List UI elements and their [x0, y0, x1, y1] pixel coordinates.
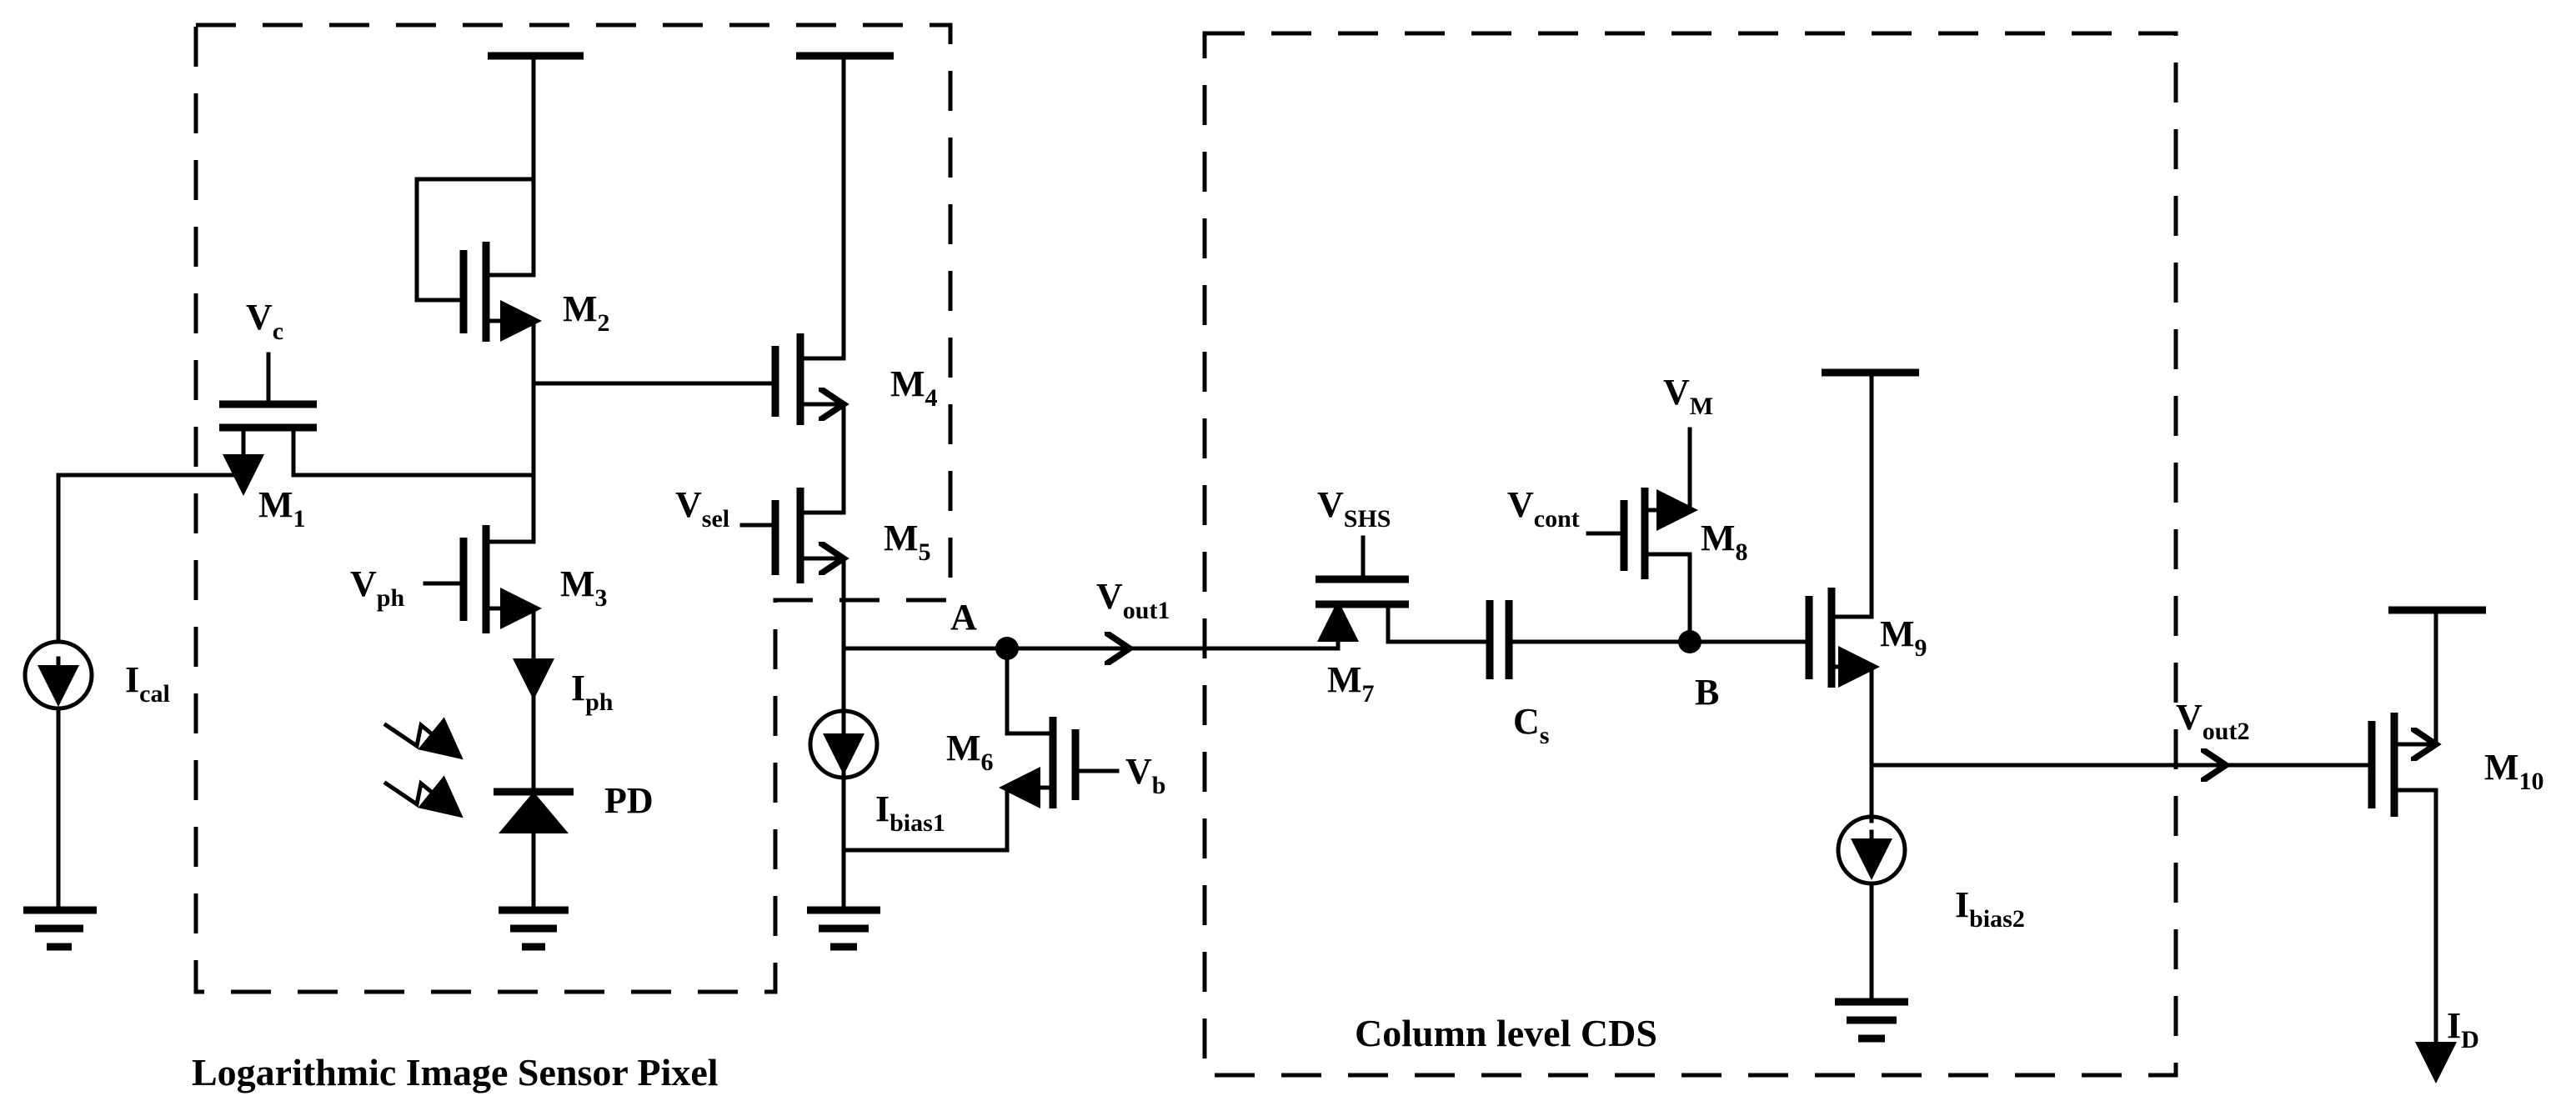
light-icon [383, 717, 464, 818]
vb-label: Vb [1125, 751, 1165, 799]
vout1-label: Vout1 [1096, 576, 1170, 624]
m8-label: M8 [1701, 518, 1748, 566]
vsel-label: Vsel [675, 484, 729, 533]
m9-label: M9 [1880, 613, 1927, 662]
node-b-label: B [1695, 672, 1719, 713]
pixel-caption: Logarithmic Image Sensor Pixel [192, 1051, 719, 1093]
m5-transistor [739, 488, 844, 853]
cds-caption: Column level CDS [1355, 1012, 1657, 1054]
node-a-label: A [950, 597, 977, 638]
vm-label: VM [1663, 372, 1713, 420]
vshs-label: VSHS [1317, 484, 1391, 533]
vph-label: Vph [350, 563, 404, 612]
ibias2-source [1835, 814, 1908, 1043]
m2-transistor [414, 53, 542, 478]
m2-label: M2 [563, 288, 610, 337]
m8-transistor [1586, 427, 1698, 644]
m4-transistor [771, 53, 844, 515]
cds-boundary [1202, 31, 2178, 1078]
ibias1-source [807, 708, 880, 951]
m10-transistor [2368, 608, 2457, 1083]
vc-label: Vc [246, 297, 283, 345]
pixel-boundary [193, 23, 953, 994]
iph-label: Iph [571, 668, 614, 716]
ibias2-label: Ibias2 [1955, 884, 2025, 933]
m7-transistor [1316, 535, 1491, 651]
vcont-label: Vcont [1507, 484, 1580, 533]
pd-label: PD [604, 780, 654, 821]
m1-transistor [56, 352, 536, 496]
id-label: ID [2447, 1005, 2479, 1053]
m3-transistor [423, 473, 554, 794]
m4-label: M4 [890, 363, 938, 412]
m9-transistor [1687, 370, 1880, 823]
cs-capacitor [1486, 600, 1691, 679]
m6-label: M6 [946, 728, 994, 776]
m1-label: M1 [258, 484, 306, 533]
m6-transistor [841, 646, 1120, 853]
vout2-label: Vout2 [2176, 697, 2249, 745]
m5-label: M5 [884, 518, 931, 566]
m3-label: M3 [560, 563, 608, 612]
ical-source [23, 473, 97, 951]
ical-label: Ical [125, 659, 170, 708]
m10-label: M10 [2484, 747, 2544, 795]
cs-label: Cs [1513, 701, 1549, 749]
m7-label: M7 [1327, 659, 1375, 708]
ibias1-label: Ibias1 [875, 788, 945, 837]
photodiode [494, 788, 574, 951]
